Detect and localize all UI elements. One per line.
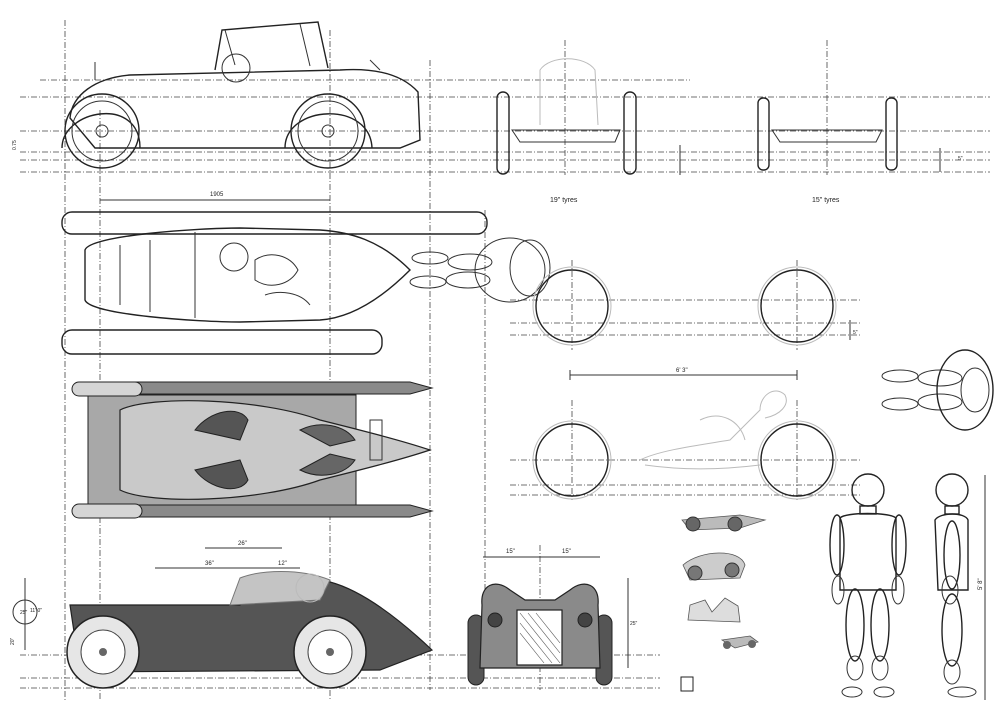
driver-figure-reclined-top <box>409 237 551 303</box>
dimension-5-8: 5' 8" <box>978 578 984 590</box>
vintage-car-plan-view <box>61 211 488 355</box>
reclined-figure-top-sketch <box>881 349 994 431</box>
dimension-26: 26" <box>238 541 247 547</box>
label-15-tyres: 15" tyres <box>812 197 840 204</box>
modern-car-plan-view <box>71 381 434 519</box>
dimension-36: 36" <box>205 561 214 567</box>
wheelbase-diagram-lower: 6' 3" <box>532 368 837 500</box>
human-figure-side: 5' 8" <box>934 473 986 700</box>
dimension-6-3: 6' 3" <box>676 368 688 374</box>
dimension-11: 11' 0" <box>30 608 42 614</box>
front-view-19-tyres: 19" tyres <box>496 58 681 204</box>
front-view-15-tyres: 15" tyres 5" <box>757 97 963 204</box>
dimension-12: 12" <box>278 561 287 567</box>
modern-car-front-view: 15" 15" 25" <box>467 549 694 692</box>
dimension-5-mid: 5" <box>853 330 858 336</box>
dimension-1905: 1905 <box>210 192 224 198</box>
concept-sketches <box>681 514 767 649</box>
modern-car-side-view: 26" 36" 12" 25" 11' 0" 20" <box>10 541 434 689</box>
vintage-car-side-view: 1905 0.75 <box>12 21 421 201</box>
wheelbase-diagram-upper: 5" <box>532 266 858 346</box>
dimension-25-circle: 25" <box>20 610 28 616</box>
dimension-20: 20" <box>10 637 16 645</box>
dimension-15-left: 15" <box>506 549 515 555</box>
dimension-5-side: 5" <box>958 156 963 162</box>
dimension-25-front: 25" <box>630 621 638 627</box>
dimension-0-75: 0.75 <box>12 140 18 150</box>
label-19-tyres: 19" tyres <box>550 197 578 204</box>
dimension-15-right: 15" <box>562 549 571 555</box>
human-figure-front <box>829 473 907 698</box>
